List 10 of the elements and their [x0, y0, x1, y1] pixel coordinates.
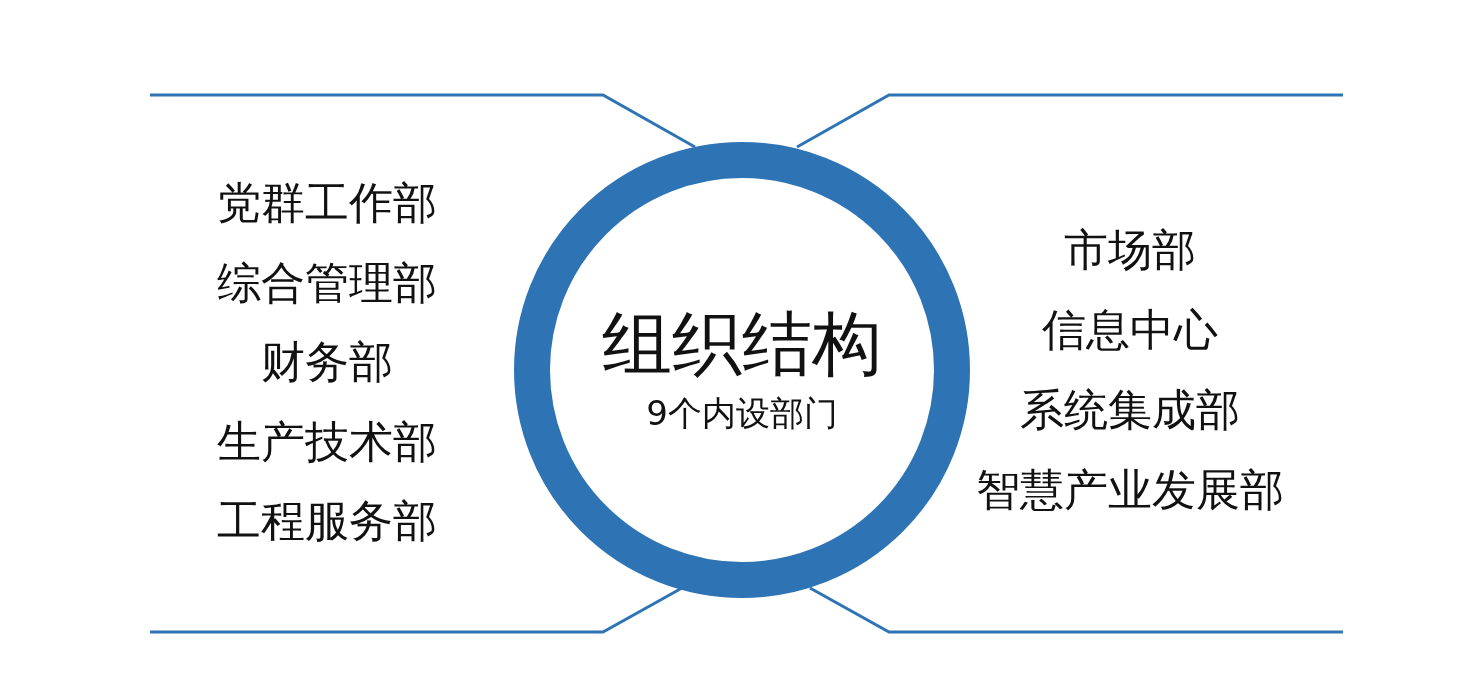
- department-label: 信息中心: [1042, 308, 1218, 352]
- department-label: 市场部: [1064, 228, 1196, 272]
- department-label: 工程服务部: [217, 499, 437, 543]
- title-text: 组织结构: [602, 306, 882, 384]
- department-label: 党群工作部: [217, 181, 437, 225]
- department-label: 系统集成部: [1020, 388, 1240, 432]
- department-label: 生产技术部: [217, 420, 437, 464]
- department-label: 综合管理部: [217, 261, 437, 305]
- subtitle-text: 9个内设部门: [646, 393, 838, 434]
- department-label: 财务部: [261, 340, 393, 384]
